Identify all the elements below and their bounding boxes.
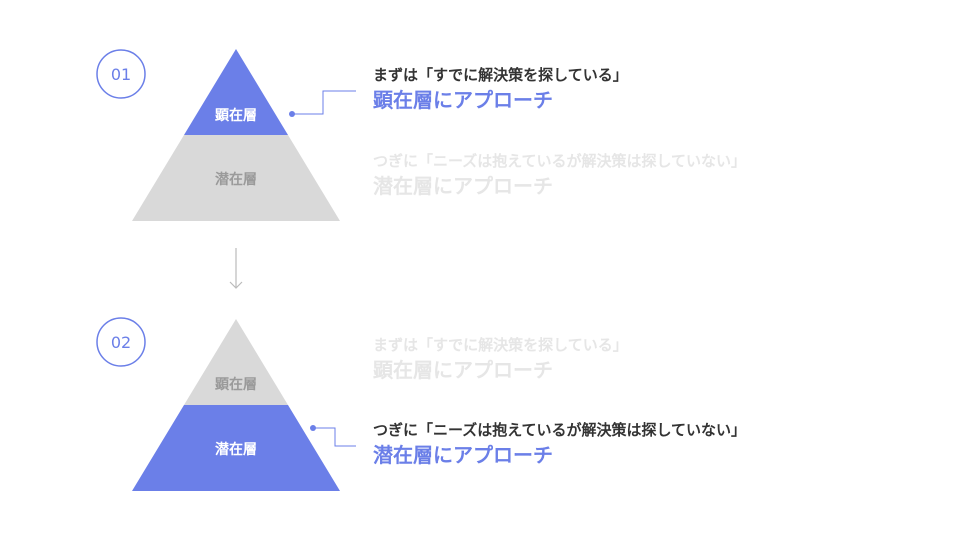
step-1-tier-bottom-label: 潜在層	[215, 171, 257, 188]
step-1-caption-2-sub: つぎに「ニーズは抱えているが解決策は探していない」	[373, 152, 747, 170]
step-2-caption-1-main: 顕在層にアプローチ	[373, 358, 553, 382]
step-1-caption-1: まずは「すでに解決策を探している」 顕在層にアプローチ	[373, 64, 628, 114]
step-2-caption-1-sub: まずは「すでに解決策を探している」	[373, 336, 628, 354]
step-2-badge: 02	[111, 333, 131, 352]
step-1-tier-top-label: 顕在層	[215, 107, 257, 124]
step-1-tier-bottom	[132, 135, 340, 221]
step-2-caption-1: まずは「すでに解決策を探している」 顕在層にアプローチ	[373, 334, 628, 384]
step-2-tier-top	[184, 319, 288, 405]
step-1-group: 01 顕在層 潜在層	[96, 49, 356, 221]
step-2-caption-2: つぎに「ニーズは抱えているが解決策は探していない」 潜在層にアプローチ	[373, 419, 746, 469]
step-1-caption-2-main: 潜在層にアプローチ	[373, 174, 553, 198]
step-1-tier-top	[184, 49, 288, 135]
step-2-caption-2-main: 潜在層にアプローチ	[373, 443, 553, 467]
step-1-caption-2: つぎに「ニーズは抱えているが解決策は探していない」 潜在層にアプローチ	[373, 150, 746, 200]
step-1-caption-1-main: 顕在層にアプローチ	[373, 88, 553, 112]
step-2-connector-line	[313, 427, 356, 447]
step-1-badge: 01	[111, 65, 131, 84]
step-2-caption-2-sub: つぎに「ニーズは抱えているが解決策は探していない」	[373, 421, 747, 439]
step-2-tier-bottom	[132, 405, 340, 491]
down-arrow-icon	[229, 248, 243, 289]
step-1-badge-circle	[96, 49, 146, 99]
step-2-group: 02 顕在層 潜在層	[96, 317, 356, 491]
step-1-caption-1-sub: まずは「すでに解決策を探している」	[373, 66, 628, 84]
step-2-tier-bottom-label: 潜在層	[215, 441, 257, 458]
step-2-badge-circle	[96, 317, 146, 367]
step-2-tier-top-label: 顕在層	[215, 376, 257, 393]
step-1-connector-line	[292, 90, 356, 115]
